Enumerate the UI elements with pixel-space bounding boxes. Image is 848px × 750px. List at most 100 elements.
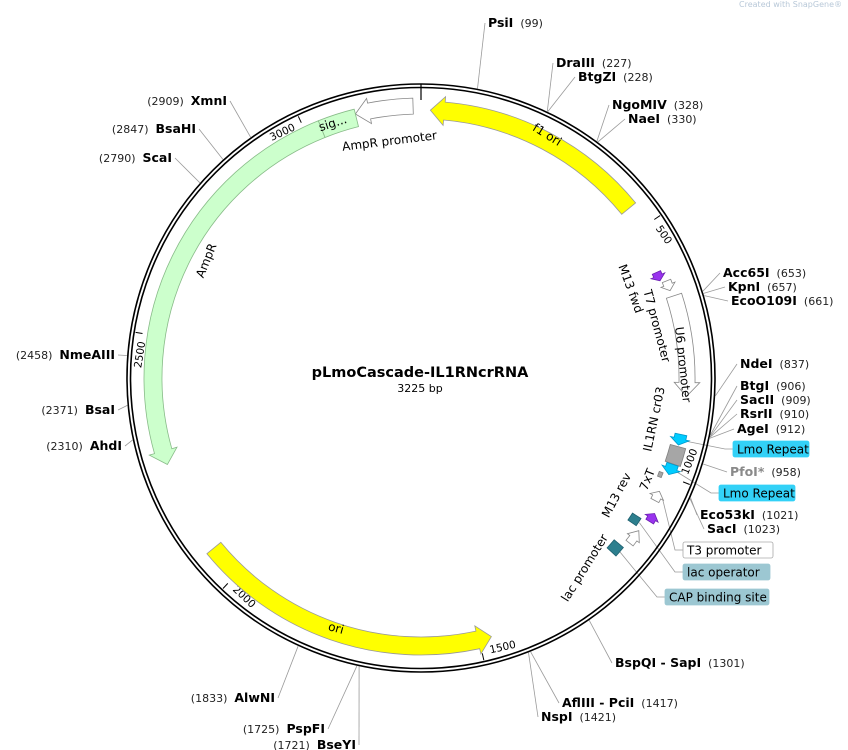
restriction-site[interactable]: Acc65I (653): [723, 265, 806, 280]
restriction-site[interactable]: (1721) BseYI: [273, 737, 356, 750]
site-position: (330): [660, 113, 697, 126]
feature-f1-ori[interactable]: [429, 95, 637, 215]
restriction-site[interactable]: (2847) BsaHI: [112, 121, 196, 136]
site-position: (906): [769, 380, 806, 393]
site-position: (227): [595, 57, 632, 70]
feature-label-ori: ori: [327, 619, 346, 637]
site-name: NdeI: [740, 356, 773, 371]
site-position: (2847): [112, 123, 156, 136]
restriction-site[interactable]: (2909) XmnI: [147, 93, 227, 108]
restriction-site[interactable]: SacII (909): [740, 392, 811, 407]
feature-lac-operator[interactable]: [627, 512, 642, 527]
site-position: (1021): [755, 509, 799, 522]
site-leader: [124, 439, 133, 447]
restriction-site[interactable]: (1833) AlwNI: [191, 690, 275, 705]
site-name: BtgZI: [578, 69, 616, 84]
feature-cap-binding-site[interactable]: [606, 539, 624, 557]
site-position: (328): [667, 99, 704, 112]
restriction-site[interactable]: NspI (1421): [541, 709, 616, 724]
callout-label: T3 promoter: [686, 544, 762, 558]
restriction-site[interactable]: BspQI - SapI (1301): [615, 655, 745, 670]
feature-sig[interactable]: [317, 108, 359, 139]
feature-ampr[interactable]: [143, 120, 326, 466]
restriction-site[interactable]: PsiI (99): [488, 15, 543, 30]
site-leader: [709, 399, 738, 437]
callout-leader: [619, 551, 665, 598]
restriction-site[interactable]: NaeI (330): [628, 111, 697, 126]
feature-t7-promoter[interactable]: [659, 278, 676, 292]
site-position: (909): [774, 394, 811, 407]
site-position: (2371): [41, 404, 85, 417]
feature-u6-promoter[interactable]: [665, 292, 701, 398]
feature-lmo-repeat[interactable]: [661, 461, 682, 476]
site-leader: [229, 100, 251, 138]
site-leader: [588, 620, 613, 664]
feature-m13-rev[interactable]: [644, 513, 659, 525]
site-name: BsaHI: [155, 121, 196, 136]
callout-box[interactable]: [664, 588, 770, 606]
restriction-site[interactable]: PfoI* (958): [730, 464, 801, 479]
feature-lmo-repeat[interactable]: [669, 432, 691, 446]
site-position: (1417): [634, 697, 678, 710]
feature-ampr-promoter[interactable]: [354, 97, 414, 125]
callout-leader: [662, 498, 683, 551]
site-position: (653): [770, 267, 807, 280]
restriction-site[interactable]: AflIII - PciI (1417): [562, 695, 678, 710]
feature-label-lac-promoter: lac promoter: [558, 532, 611, 605]
feature-m13-fwd[interactable]: [649, 270, 666, 282]
site-name: Acc65I: [723, 265, 770, 280]
restriction-site[interactable]: DraIII (227): [556, 55, 632, 70]
feature-il1rn-cr03[interactable]: [664, 444, 687, 468]
restriction-site[interactable]: NdeI (837): [740, 356, 809, 371]
tick-mark: [682, 481, 690, 485]
feature-label-il1rn-cr03: IL1RN cr03: [640, 386, 667, 453]
site-name: NspI: [541, 709, 573, 724]
site-name: AhdI: [90, 438, 122, 453]
feature-ori[interactable]: [206, 541, 492, 656]
site-name: PsiI: [488, 15, 513, 30]
site-name: SacI: [707, 521, 737, 536]
restriction-site[interactable]: KpnI (657): [728, 279, 797, 294]
tick-mark: [654, 215, 661, 220]
restriction-site[interactable]: (1725) PspFI: [243, 721, 325, 736]
feature-lac-promoter[interactable]: [625, 530, 640, 547]
restriction-site[interactable]: AgeI (912): [737, 421, 805, 436]
feature-label-ampr-promoter: AmpR promoter: [341, 128, 437, 154]
site-leader: [704, 295, 729, 302]
site-name: NmeAIII: [59, 347, 115, 362]
site-name: Eco53kI: [700, 507, 755, 522]
restriction-site[interactable]: (2790) ScaI: [99, 150, 172, 165]
restriction-site[interactable]: BtgZI (228): [578, 69, 653, 84]
site-leader: [702, 272, 721, 292]
restriction-site[interactable]: EcoO109I (661): [731, 293, 833, 308]
site-position: (661): [797, 295, 834, 308]
feature-t3-promoter[interactable]: [648, 490, 665, 504]
site-name: NgoMIV: [612, 97, 667, 112]
site-name: EcoO109I: [731, 293, 797, 308]
site-leader: [117, 354, 127, 356]
site-position: (1023): [737, 523, 781, 536]
restriction-site[interactable]: (2371) BsaI: [41, 402, 115, 417]
site-position: (837): [773, 358, 810, 371]
restriction-site[interactable]: RsrII (910): [740, 406, 809, 421]
site-leader: [709, 428, 735, 439]
feature-7xt[interactable]: [656, 470, 664, 479]
feature-label-m13-fwd: M13 fwd: [615, 262, 646, 315]
site-position: (657): [760, 281, 797, 294]
callout-box[interactable]: [682, 541, 774, 559]
restriction-site[interactable]: (2310) AhdI: [46, 438, 122, 453]
site-position: (99): [513, 17, 543, 30]
restriction-sites: PsiI (99) DraIII (227)BtgZI (228) NgoMIV (…: [16, 15, 834, 750]
restriction-site[interactable]: Eco53kI (1021): [700, 507, 798, 522]
callout-box[interactable]: [732, 440, 810, 458]
restriction-site[interactable]: NgoMIV (328): [612, 97, 703, 112]
restriction-site[interactable]: (2458) NmeAIII: [16, 347, 115, 362]
site-name: BtgI: [740, 378, 769, 393]
feature-label-7xt: 7xT: [637, 466, 658, 492]
restriction-site[interactable]: BtgI (906): [740, 378, 806, 393]
site-name: ScaI: [143, 150, 173, 165]
tick-mark: [222, 583, 229, 589]
callout-box[interactable]: [718, 484, 796, 502]
restriction-site[interactable]: SacI (1023): [707, 521, 780, 536]
callout-box[interactable]: [682, 563, 771, 581]
